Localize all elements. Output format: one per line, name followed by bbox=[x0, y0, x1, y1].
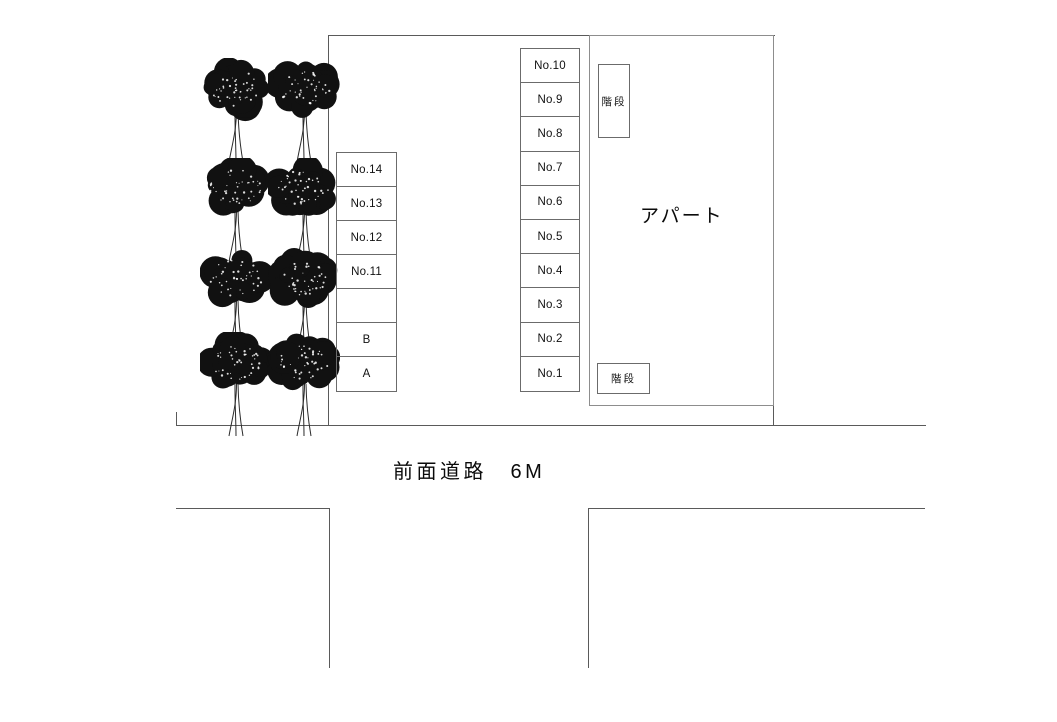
apartment-label: アパート bbox=[640, 206, 724, 227]
middle-parking-cell-label: No.4 bbox=[537, 264, 563, 277]
middle-parking-cell-no5[interactable]: No.5 bbox=[521, 220, 579, 255]
tree-icon bbox=[200, 58, 272, 168]
tree-icon bbox=[268, 248, 340, 358]
tree-icon bbox=[200, 158, 272, 268]
lower-right-lot-left-edge bbox=[588, 508, 589, 668]
left-parking-cell-label: No.11 bbox=[351, 265, 382, 278]
tree-icon bbox=[268, 58, 340, 168]
left-parking-cell-label: A bbox=[362, 368, 371, 380]
left-parking-cell-no12[interactable]: No.12 bbox=[337, 221, 396, 255]
tree-icon bbox=[268, 158, 340, 268]
left-parking-cell-no11[interactable]: No.11 bbox=[337, 255, 396, 289]
parcel-left-edge bbox=[328, 35, 329, 426]
middle-parking-cell-no9[interactable]: No.9 bbox=[521, 83, 579, 118]
middle-parking-cell-no2[interactable]: No.2 bbox=[521, 323, 579, 357]
middle-parking-cell-no6[interactable]: No.6 bbox=[521, 186, 579, 220]
left-parking-cell-label: B bbox=[362, 333, 371, 346]
middle-parking-cell-label: No.3 bbox=[537, 298, 563, 311]
left-parking-cell-no14[interactable]: No.14 bbox=[337, 153, 396, 187]
left-parking-cell-label: No.12 bbox=[350, 231, 383, 244]
middle-parking-cell-no4[interactable]: No.4 bbox=[521, 254, 579, 289]
left-parking-cell-no13[interactable]: No.13 bbox=[337, 187, 396, 221]
stairs-top: 階段 bbox=[598, 64, 630, 138]
middle-parking-cell-no3[interactable]: No.3 bbox=[521, 288, 579, 323]
lower-left-lot-right-edge bbox=[329, 508, 330, 668]
parcel-bottom-edge bbox=[176, 425, 926, 426]
middle-parking-cell-label: No.2 bbox=[537, 333, 563, 346]
lower-right-lot-top-edge bbox=[588, 508, 925, 509]
middle-parking-cell-no1[interactable]: No.1 bbox=[521, 357, 579, 391]
left-parking-cell-b[interactable]: B bbox=[337, 323, 396, 357]
lower-left-lot-top-edge bbox=[176, 508, 329, 509]
tree-icon bbox=[200, 332, 272, 442]
left-parking-cell-empty[interactable] bbox=[337, 289, 396, 323]
left-parking-cell-a[interactable]: A bbox=[337, 357, 396, 391]
middle-parking-cell-label: No.7 bbox=[537, 162, 563, 175]
middle-parking-cell-label: No.6 bbox=[537, 196, 563, 209]
stairs-bottom-label: 階段 bbox=[611, 373, 636, 385]
tree-icon bbox=[268, 332, 340, 442]
left-parking-cell-label: No.14 bbox=[350, 163, 383, 176]
middle-parking-cell-no8[interactable]: No.8 bbox=[521, 117, 579, 152]
middle-parking-cell-label: No.10 bbox=[534, 59, 566, 72]
left-parking-cell-label: No.13 bbox=[350, 197, 383, 210]
middle-parking-cell-label: No.9 bbox=[537, 93, 563, 106]
stairs-top-label: 階段 bbox=[601, 95, 627, 108]
tree-icon bbox=[200, 248, 272, 358]
middle-parking-cell-label: No.5 bbox=[537, 230, 563, 243]
apartment-building: 階段 階段 アパート bbox=[589, 35, 774, 406]
middle-parking-cell-label: No.1 bbox=[537, 367, 563, 380]
parcel-top-edge bbox=[328, 35, 775, 36]
tree-strip-left-edge bbox=[176, 412, 177, 426]
middle-parking-cell-label: No.8 bbox=[537, 127, 563, 140]
middle-parking-cell-no10[interactable]: No.10 bbox=[521, 49, 579, 84]
front-road-label: 前面道路 6M bbox=[393, 461, 546, 483]
stairs-bottom: 階段 bbox=[597, 363, 650, 394]
middle-parking-cell-no7[interactable]: No.7 bbox=[521, 152, 579, 186]
